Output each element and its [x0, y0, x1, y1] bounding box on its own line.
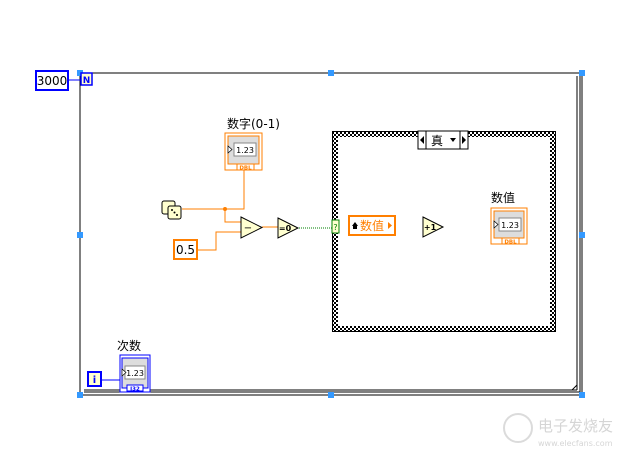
- svg-text:1.23: 1.23: [501, 221, 519, 230]
- subtract-node[interactable]: −: [240, 216, 264, 239]
- random-number-dice-icon[interactable]: [161, 200, 182, 220]
- random-number-indicator[interactable]: 1.23 DBL: [224, 132, 263, 172]
- value-indicator-label: 数值: [491, 190, 515, 205]
- random-indicator-label: 数字(0-1): [227, 116, 280, 131]
- local-variable-icon: [352, 222, 358, 229]
- previous-case-icon: [420, 136, 424, 144]
- count-terminal[interactable]: N: [80, 72, 93, 86]
- case-selector-terminal[interactable]: ?: [331, 219, 340, 234]
- svg-text:数值: 数值: [360, 218, 384, 233]
- svg-text:−: −: [244, 223, 252, 234]
- svg-text:1.23: 1.23: [126, 369, 144, 378]
- svg-text:3000: 3000: [37, 74, 68, 88]
- svg-text:真: 真: [431, 134, 443, 148]
- equal-zero-node[interactable]: =0: [277, 217, 300, 239]
- svg-text:i: i: [93, 375, 96, 386]
- svg-text:1.23: 1.23: [236, 146, 254, 155]
- watermark: 电子发烧友 www.elecfans.com: [503, 413, 613, 448]
- case-selector[interactable]: 真: [417, 130, 469, 150]
- half-constant[interactable]: 0.5: [173, 239, 198, 260]
- svg-text:?: ?: [333, 223, 337, 232]
- svg-text:N: N: [83, 76, 91, 86]
- iteration-terminal[interactable]: i: [87, 371, 102, 387]
- count-indicator[interactable]: 1.23 I32: [119, 354, 151, 393]
- resize-handles[interactable]: [77, 70, 585, 398]
- dropdown-arrow-icon: [450, 138, 456, 142]
- svg-text:=0: =0: [279, 224, 292, 233]
- wire-junction: [223, 207, 227, 211]
- svg-text:电子发烧友: 电子发烧友: [538, 417, 613, 435]
- svg-text:DBL: DBL: [239, 166, 252, 172]
- increment-node[interactable]: +1: [422, 216, 445, 238]
- svg-text:www.elecfans.com: www.elecfans.com: [538, 439, 613, 448]
- value-indicator[interactable]: 1.23 DBL: [490, 207, 528, 246]
- next-case-icon: [462, 136, 466, 144]
- loop-count-constant[interactable]: 3000: [35, 70, 69, 91]
- svg-text:DBL: DBL: [504, 240, 517, 246]
- watermark-logo-icon: [503, 413, 533, 443]
- count-indicator-label: 次数: [117, 338, 141, 353]
- svg-text:I32: I32: [130, 387, 140, 393]
- svg-text:0.5: 0.5: [176, 243, 195, 257]
- svg-text:+1: +1: [424, 223, 437, 232]
- local-variable[interactable]: 数值: [348, 215, 396, 236]
